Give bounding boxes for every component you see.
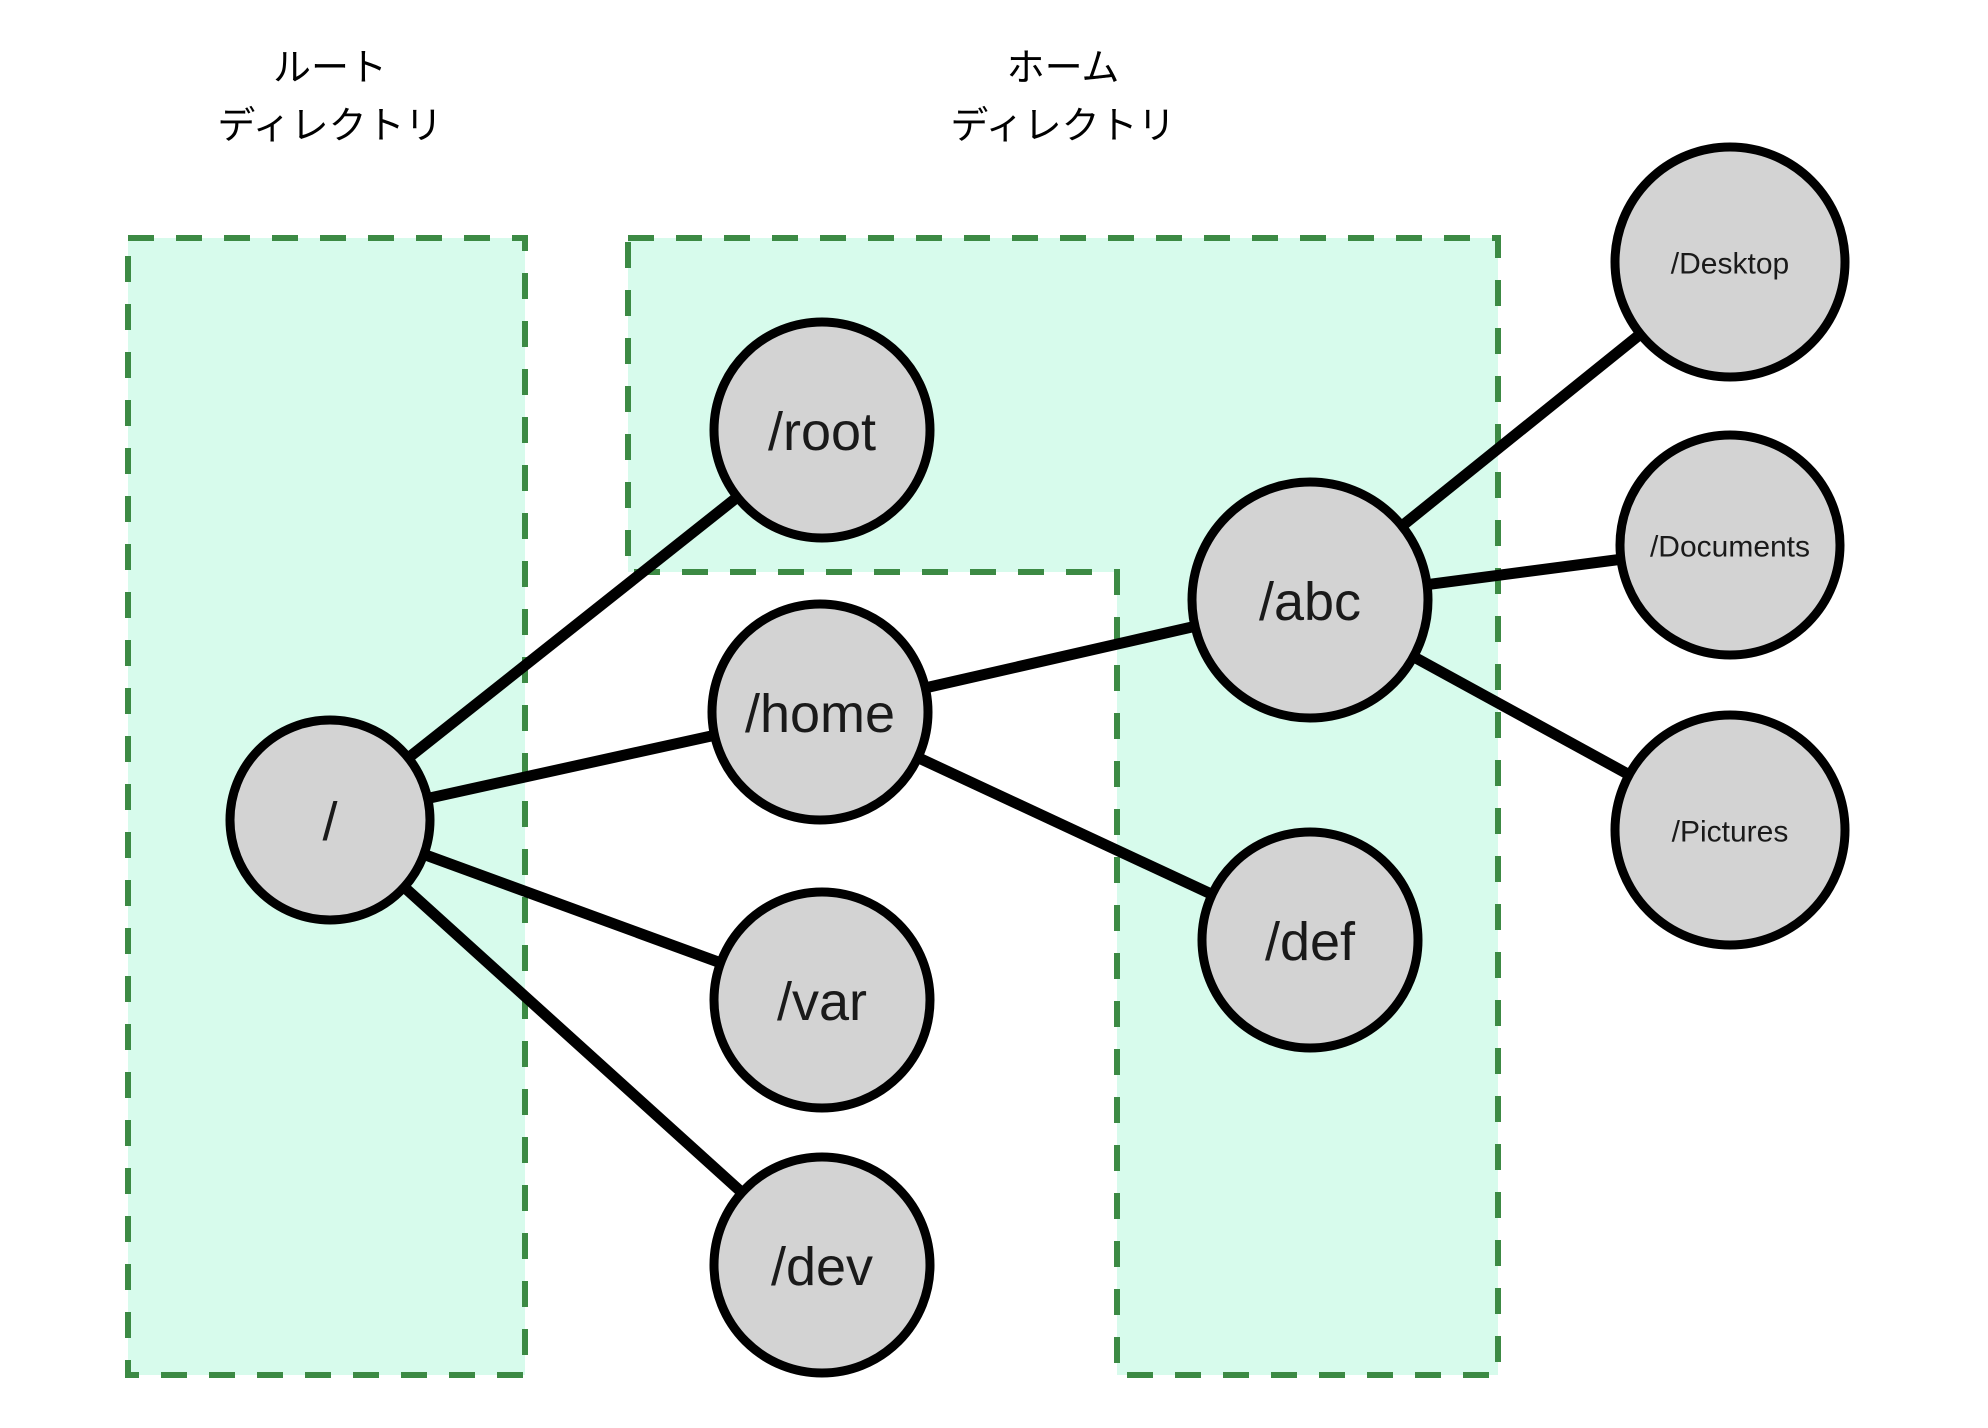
nodes-layer: / /root/home/var/dev/abc/def/Desktop/Docu…: [225, 142, 1850, 1378]
node-documents[interactable]: /Documents: [1615, 430, 1845, 660]
node-label-var: /var: [777, 972, 867, 1032]
node-label-abc: /abc: [1259, 572, 1361, 632]
region-label-home-directory-region-line2: ディレクトリ: [950, 104, 1175, 148]
node-root[interactable]: /: [225, 715, 435, 925]
node-label-root-dir: /root: [768, 402, 876, 462]
node-root-dir[interactable]: /root: [709, 317, 935, 543]
node-circle-home[interactable]: [707, 599, 933, 825]
node-label-root: /: [322, 792, 337, 852]
edge-root-to-root-dir: [400, 489, 746, 766]
node-home[interactable]: /home: [707, 599, 933, 825]
node-circle-desktop[interactable]: [1610, 142, 1850, 382]
node-desktop[interactable]: /Desktop: [1610, 142, 1850, 382]
node-pictures[interactable]: /Pictures: [1610, 710, 1850, 950]
node-label-documents: /Documents: [1650, 531, 1810, 564]
node-dev[interactable]: /dev: [709, 1152, 935, 1378]
edge-home-to-abc: [918, 619, 1203, 695]
node-abc[interactable]: /abc: [1187, 477, 1433, 723]
node-circle-def[interactable]: [1197, 827, 1423, 1053]
node-label-def: /def: [1265, 912, 1356, 972]
region-label-root-directory-region-line1: ルート: [273, 46, 387, 90]
node-circle-root[interactable]: [225, 715, 435, 925]
node-label-pictures: /Pictures: [1672, 816, 1789, 849]
edges-layer: [396, 326, 1649, 1201]
node-circle-root-dir[interactable]: [709, 317, 935, 543]
edge-abc-to-documents: [1420, 553, 1628, 591]
node-label-home: /home: [745, 684, 895, 744]
edge-root-to-home: [420, 728, 722, 806]
node-def[interactable]: /def: [1197, 827, 1423, 1053]
node-circle-documents[interactable]: [1615, 430, 1845, 660]
edge-abc-to-pictures: [1405, 648, 1638, 783]
node-circle-dev[interactable]: [709, 1152, 935, 1378]
edge-root-to-var: [416, 847, 729, 971]
node-circle-pictures[interactable]: [1610, 710, 1850, 950]
node-label-dev: /dev: [771, 1237, 873, 1297]
edge-abc-to-desktop: [1393, 326, 1649, 535]
node-circle-var[interactable]: [709, 887, 935, 1113]
node-label-desktop: /Desktop: [1671, 248, 1789, 281]
edge-home-to-def: [910, 750, 1220, 902]
region-label-home-directory-region-line1: ホーム: [1007, 46, 1120, 90]
region-label-root-directory-region-line2: ディレクトリ: [217, 104, 442, 148]
node-var[interactable]: /var: [709, 887, 935, 1113]
edge-root-to-dev: [396, 878, 751, 1201]
node-circle-abc[interactable]: [1187, 477, 1433, 723]
